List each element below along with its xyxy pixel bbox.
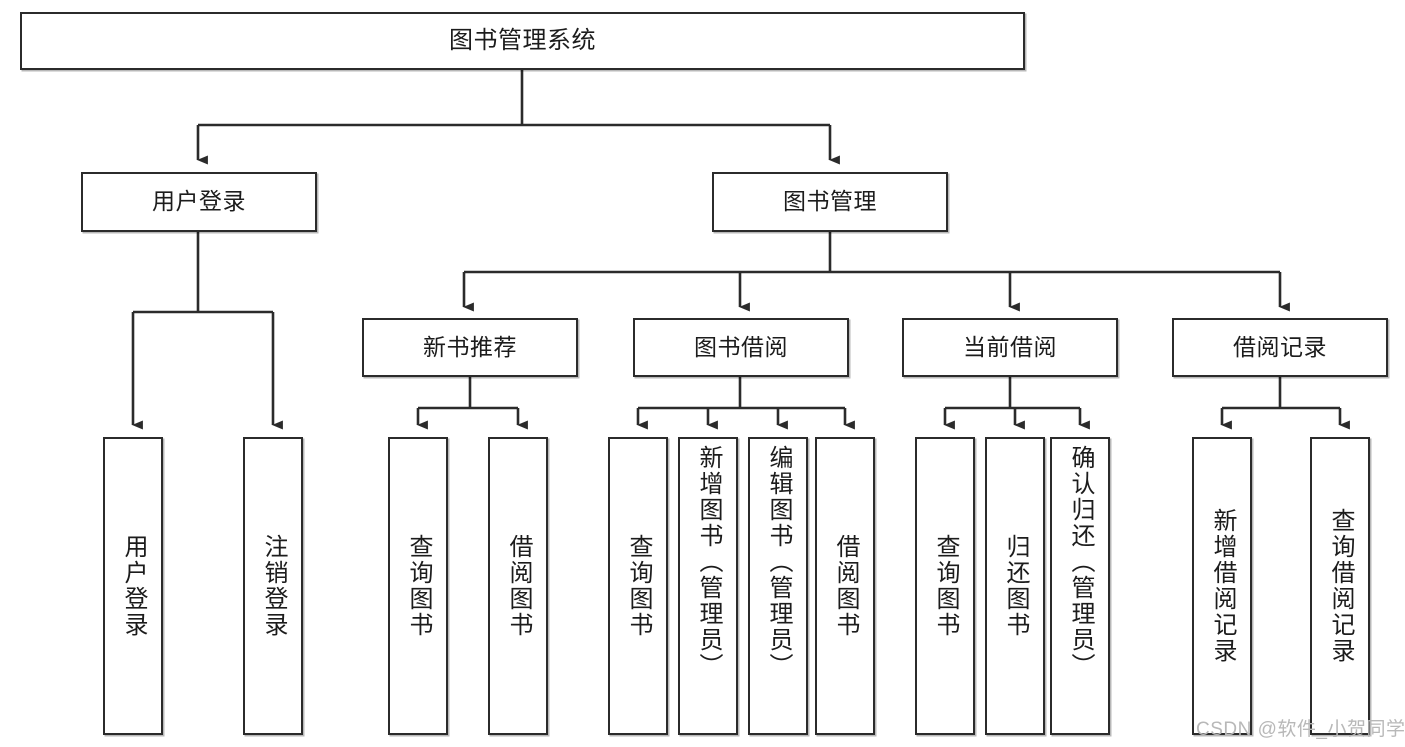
node-label: 新增图书（管理员） xyxy=(695,445,722,679)
node-leaf-query-book-borrow[interactable]: 查询图书 xyxy=(608,437,668,735)
node-leaf-borrow-book[interactable]: 借阅图书 xyxy=(815,437,875,735)
watermark-text: CSDN @软件_小贺同学 xyxy=(1196,719,1405,740)
node-leaf-return-book[interactable]: 归还图书 xyxy=(985,437,1045,735)
node-label: 图书管理系统 xyxy=(449,26,596,54)
node-label: 用户登录 xyxy=(120,534,147,638)
node-leaf-add-borrow-record[interactable]: 新增借阅记录 xyxy=(1192,437,1252,735)
node-leaf-query-book-recommend[interactable]: 查询图书 xyxy=(388,437,448,735)
node-label: 图书借阅 xyxy=(694,333,788,360)
node-label: 图书管理 xyxy=(783,188,877,215)
node-label: 新增借阅记录 xyxy=(1209,508,1236,664)
node-book-management[interactable]: 图书管理 xyxy=(712,172,948,232)
node-root-system[interactable]: 图书管理系统 xyxy=(20,12,1025,70)
node-user-login[interactable]: 用户登录 xyxy=(81,172,317,232)
node-label: 新书推荐 xyxy=(423,333,517,360)
node-leaf-confirm-return[interactable]: 确认归还（管理员） xyxy=(1050,437,1110,735)
node-label: 借阅图书 xyxy=(505,534,532,638)
node-label: 查询图书 xyxy=(932,534,959,638)
node-label: 用户登录 xyxy=(152,188,246,215)
node-leaf-logout[interactable]: 注销登录 xyxy=(243,437,303,735)
node-label: 查询图书 xyxy=(405,534,432,638)
node-current-borrow[interactable]: 当前借阅 xyxy=(902,318,1118,377)
node-label: 查询借阅记录 xyxy=(1327,508,1354,664)
node-leaf-borrow-book-recommend[interactable]: 借阅图书 xyxy=(488,437,548,735)
node-leaf-edit-book[interactable]: 编辑图书（管理员） xyxy=(748,437,808,735)
node-label: 确认归还（管理员） xyxy=(1067,445,1094,679)
node-leaf-add-book[interactable]: 新增图书（管理员） xyxy=(678,437,738,735)
node-label: 注销登录 xyxy=(260,534,287,638)
node-leaf-query-borrow-record[interactable]: 查询借阅记录 xyxy=(1310,437,1370,735)
node-borrow-record[interactable]: 借阅记录 xyxy=(1172,318,1388,377)
node-new-book-recommend[interactable]: 新书推荐 xyxy=(362,318,578,377)
node-book-borrow[interactable]: 图书借阅 xyxy=(633,318,849,377)
node-leaf-user-login[interactable]: 用户登录 xyxy=(103,437,163,735)
node-leaf-query-book-current[interactable]: 查询图书 xyxy=(915,437,975,735)
node-label: 借阅记录 xyxy=(1233,333,1327,360)
node-label: 当前借阅 xyxy=(963,333,1057,360)
node-label: 查询图书 xyxy=(625,534,652,638)
node-label: 编辑图书（管理员） xyxy=(765,445,792,679)
node-label: 借阅图书 xyxy=(832,534,859,638)
node-label: 归还图书 xyxy=(1002,534,1029,638)
